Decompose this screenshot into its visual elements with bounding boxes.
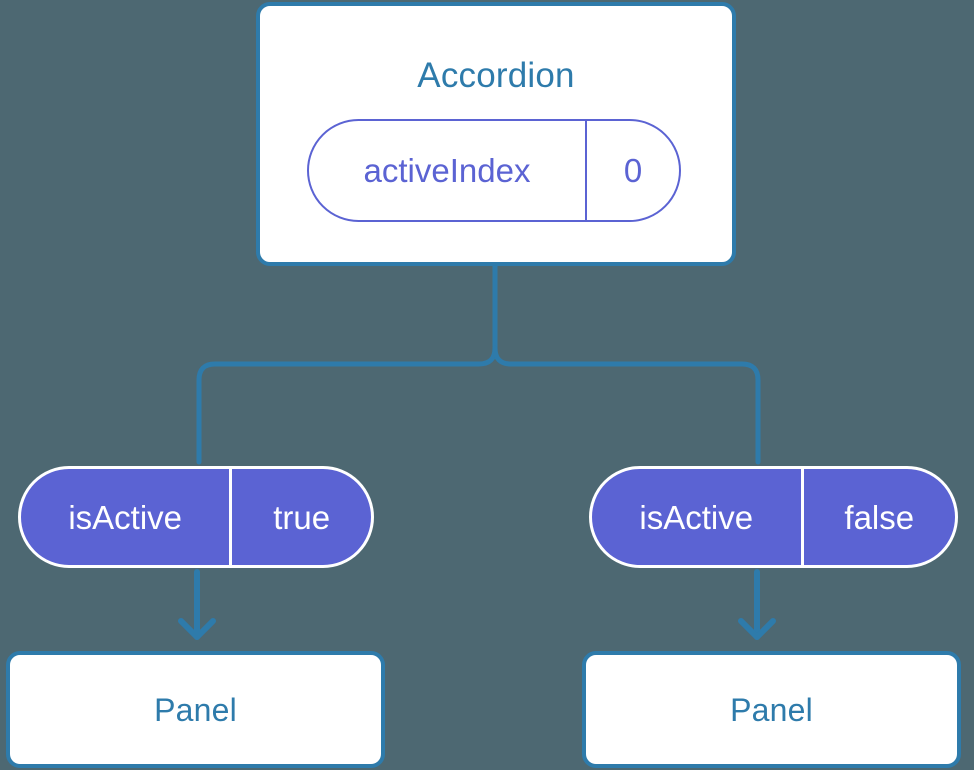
prop-pill-key: isActive [21, 469, 233, 565]
prop-pill-key: isActive [592, 469, 804, 565]
prop-pill-value: false [844, 498, 915, 536]
arrow-left-to-panel [178, 569, 216, 640]
prop-pill-is-active-right[interactable]: isActive false [589, 466, 958, 568]
arrow-right-to-panel [738, 569, 776, 640]
component-title: Accordion [417, 56, 575, 95]
prop-pill-is-active-left[interactable]: isActive true [18, 466, 374, 568]
state-pill-active-index[interactable]: activeIndex 0 [307, 119, 681, 222]
state-pill-value: 0 [623, 152, 643, 189]
component-title: Panel [154, 691, 237, 728]
tree-connector-path [196, 263, 498, 465]
component-card-panel-left[interactable]: Panel [6, 651, 385, 768]
component-card-panel-right[interactable]: Panel [582, 651, 961, 768]
prop-pill-value: true [273, 498, 331, 536]
tree-connector-path-right [492, 345, 761, 465]
state-pill-key: activeIndex [309, 121, 587, 220]
component-title: Panel [730, 691, 813, 728]
